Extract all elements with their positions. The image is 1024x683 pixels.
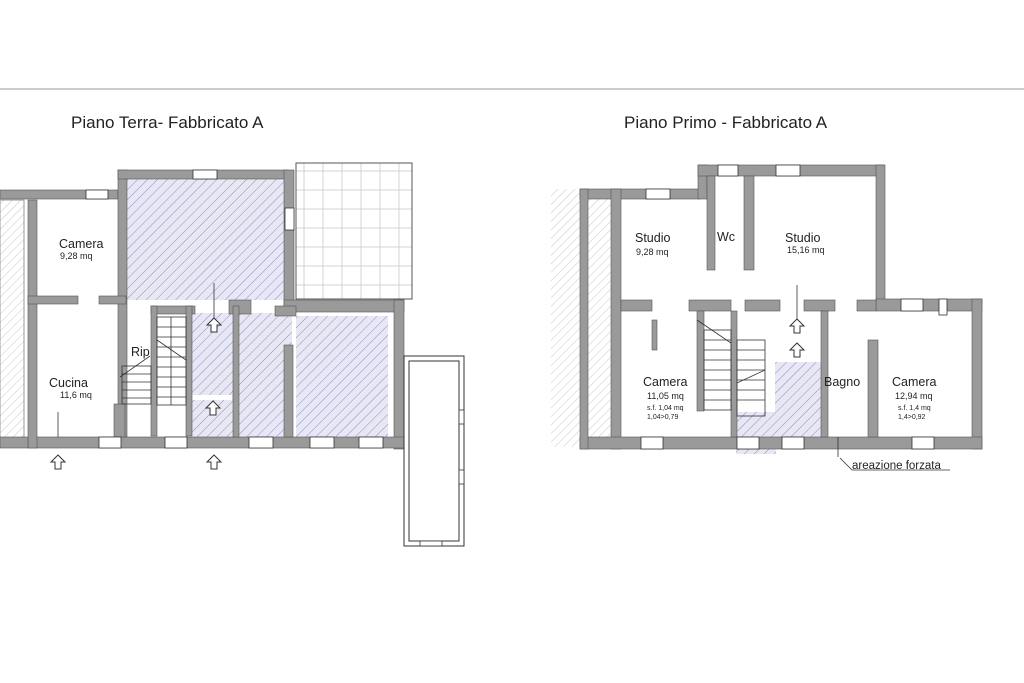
corridor-hatch xyxy=(232,313,292,437)
lounge-hatch xyxy=(296,316,388,437)
first-camera-left-sf: s.f. 1,04 mq xyxy=(647,405,684,412)
first-camera-left-ratio: 1,04>0,79 xyxy=(647,414,678,421)
ground-floor-title: Piano Terra- Fabbricato A xyxy=(71,113,264,132)
forced-ventilation-note: areazione forzata xyxy=(852,460,941,472)
ground-cucina-area: 11,6 mq xyxy=(60,390,92,400)
first-camera-right-sf: s.f. 1,4 mq xyxy=(898,405,931,412)
first-camera-left-label: Camera xyxy=(643,375,688,389)
first-floor-plan xyxy=(551,164,983,471)
first-studio-right-label: Studio xyxy=(785,231,820,245)
first-bagno-label: Bagno xyxy=(824,375,860,389)
ground-camera-label: Camera xyxy=(59,237,104,251)
first-studio-right-area: 15,16 mq xyxy=(787,245,825,255)
first-wc-label: Wc xyxy=(717,230,735,244)
ground-camera-area: 9,28 mq xyxy=(60,251,93,261)
first-camera-left-area: 11,05 mq xyxy=(647,391,684,401)
ground-floor-plan xyxy=(0,162,465,547)
first-camera-right-ratio: 1,4>0,92 xyxy=(898,414,926,421)
first-camera-right-area: 12,94 mq xyxy=(895,391,933,401)
ground-rip-label: Rip xyxy=(131,345,150,359)
bathroom-hatch xyxy=(775,362,821,437)
first-studio-left-label: Studio xyxy=(635,231,670,245)
first-studio-left-area: 9,28 mq xyxy=(636,247,669,257)
ground-cucina-label: Cucina xyxy=(49,376,88,390)
first-floor-title: Piano Primo - Fabbricato A xyxy=(624,113,828,132)
terrace xyxy=(295,162,413,300)
first-camera-right-label: Camera xyxy=(892,375,937,389)
living-room-hatch xyxy=(126,179,284,300)
